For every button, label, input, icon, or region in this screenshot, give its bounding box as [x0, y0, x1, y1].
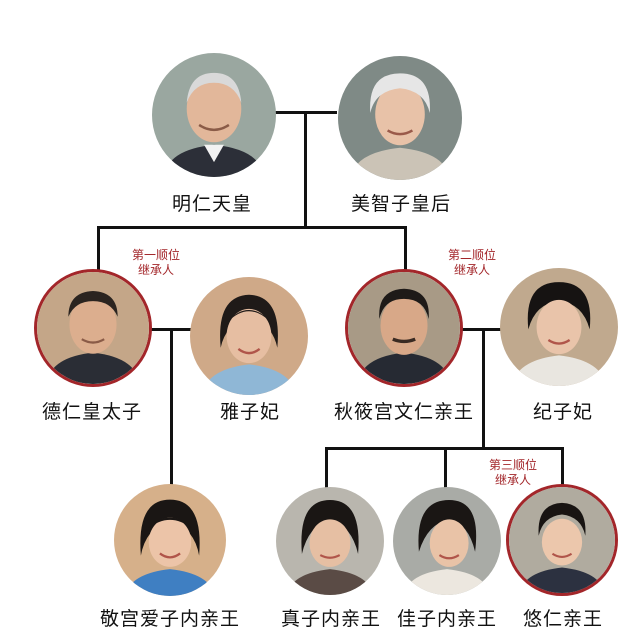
elderly-woman-portrait-icon — [338, 56, 462, 180]
akihito-name: 明仁天皇 — [171, 193, 253, 215]
woman-portrait-icon — [500, 268, 618, 386]
line-to-fumihito — [404, 226, 407, 270]
girl-portrait-icon — [276, 487, 384, 595]
michiko-name: 美智子皇后 — [350, 193, 452, 215]
aiko-name: 敬宫爱子内亲王 — [99, 608, 241, 630]
man-portrait-icon — [348, 272, 460, 384]
kako-photo — [393, 487, 501, 595]
boy-portrait-icon — [509, 487, 615, 593]
third-heir-badge: 第三顺位 继承人 — [488, 458, 538, 487]
line-couple-3-down — [482, 328, 485, 450]
line-to-kako — [444, 447, 447, 493]
masako-name: 雅子妃 — [219, 401, 281, 423]
elderly-man-portrait-icon — [152, 53, 276, 177]
aiko-photo — [114, 484, 226, 596]
akihito-photo — [152, 53, 276, 177]
mako-photo — [276, 487, 384, 595]
woman-portrait-icon — [190, 277, 308, 395]
naruhito-name: 德仁皇太子 — [41, 401, 143, 423]
line-to-naruhito — [97, 226, 100, 270]
kiko-photo — [500, 268, 618, 386]
man-portrait-icon — [37, 272, 149, 384]
naruhito-photo — [34, 269, 152, 387]
line-to-hisahito — [561, 447, 564, 487]
mako-name: 真子内亲王 — [280, 608, 382, 630]
line-couple-1-down — [304, 111, 307, 229]
michiko-photo — [338, 56, 462, 180]
kiko-name: 纪子妃 — [532, 401, 594, 423]
first-heir-badge: 第一顺位 继承人 — [131, 248, 181, 277]
masako-photo — [190, 277, 308, 395]
hisahito-name: 悠仁亲王 — [522, 608, 604, 630]
fumihito-name: 秋筱宫文仁亲王 — [333, 401, 475, 423]
kako-name: 佳子内亲王 — [396, 608, 498, 630]
line-to-aiko — [170, 328, 173, 490]
fumihito-photo — [345, 269, 463, 387]
girl-portrait-icon — [393, 487, 501, 595]
girl-portrait-icon — [114, 484, 226, 596]
line-to-mako — [325, 447, 328, 493]
second-heir-badge: 第二顺位 继承人 — [447, 248, 497, 277]
hisahito-photo — [506, 484, 618, 596]
line-gen2-branch — [97, 226, 407, 229]
